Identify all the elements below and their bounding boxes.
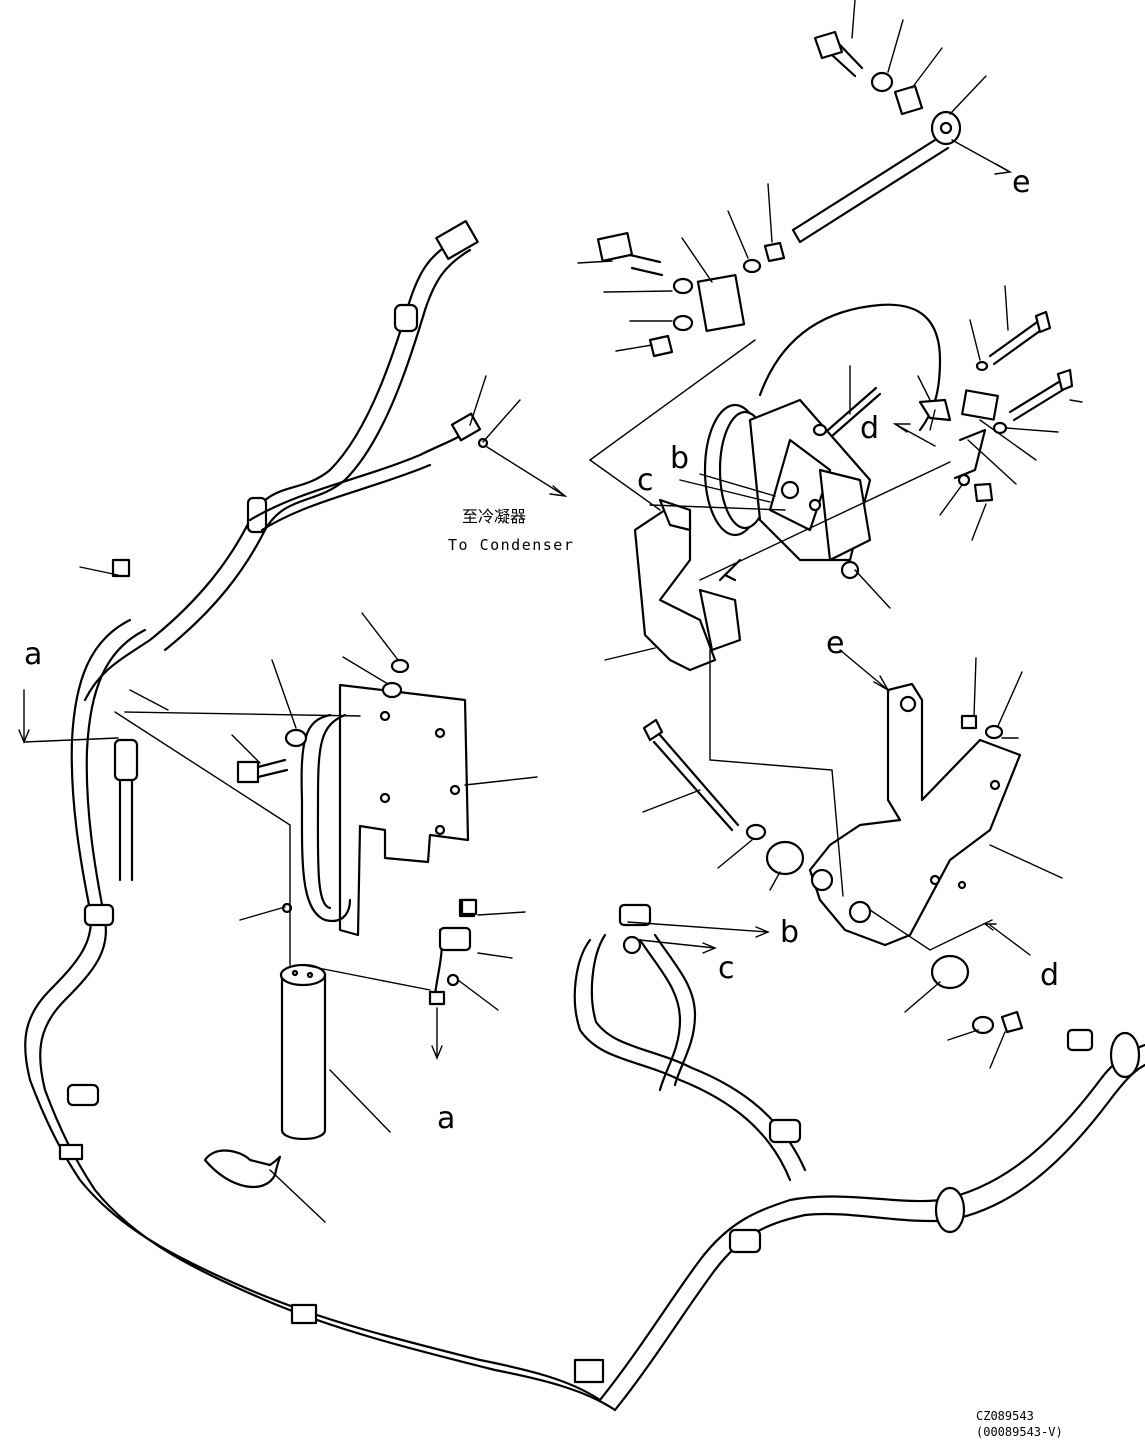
callout-c-top: c (637, 463, 654, 498)
adjusting-rod (791, 30, 962, 244)
callout-letters: a a b b c c d d e e (24, 165, 1059, 1136)
hose-left-vertical (24, 618, 617, 1412)
receiver-drier (203, 963, 327, 1189)
hose-upper-left (83, 220, 479, 702)
callout-a-left: a (24, 637, 42, 672)
note-english: To Condenser (448, 536, 574, 554)
callout-d-top: d (860, 411, 879, 446)
compressor-right-parts (812, 310, 1074, 503)
bolts-bracket (111, 558, 478, 916)
hose-to-condenser (248, 412, 489, 532)
callout-d-bottom: d (1040, 958, 1059, 993)
callout-e-bottom: e (826, 626, 844, 661)
long-bolt-and-spacer (642, 718, 1024, 1035)
callout-e-top: e (1012, 165, 1030, 200)
pipe-fitting (428, 898, 476, 1006)
compressor (703, 303, 942, 582)
drawing-ref: (00089543-V) (976, 1425, 1063, 1439)
hose-bottom-right (573, 903, 1145, 1412)
reference-arrows (18, 139, 1031, 1060)
drawing-code: CZ089543 (976, 1409, 1034, 1423)
callout-b-bottom: b (780, 915, 799, 950)
compressor-bracket (633, 498, 742, 672)
callout-c-bottom: c (718, 951, 735, 986)
callout-b-top: b (670, 441, 689, 476)
receiver-drier-bracket (300, 683, 470, 937)
compressor-top-parts (596, 232, 786, 358)
leader-lines (79, 0, 1083, 1223)
note-chinese: 至冷凝器 (462, 507, 526, 526)
tensioner-bracket (808, 682, 1022, 947)
callout-a-bottom: a (437, 1101, 455, 1136)
